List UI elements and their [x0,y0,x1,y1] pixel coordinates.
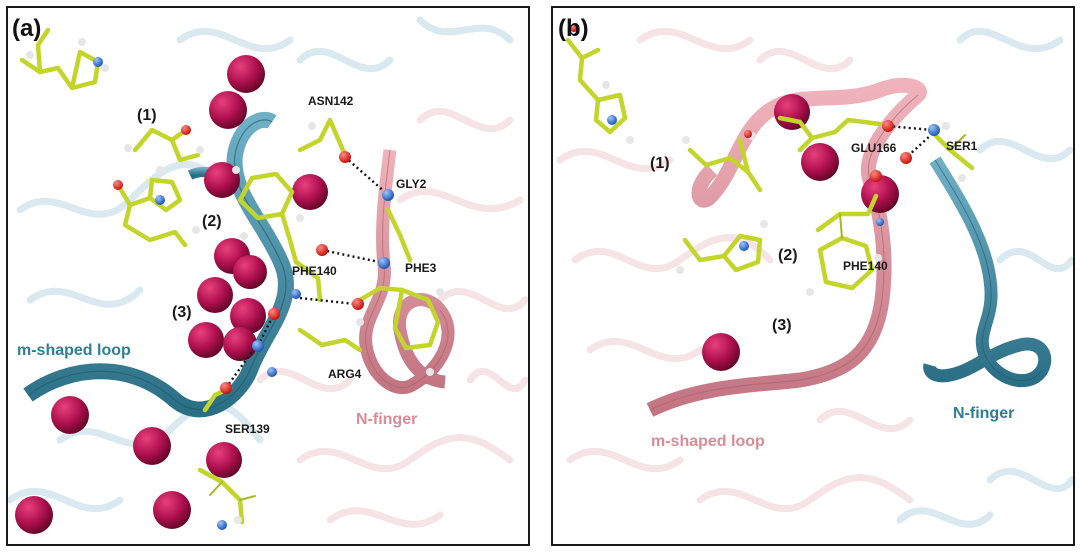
water-spheres-a [15,55,328,534]
atoms-a [93,57,394,530]
water-sphere-icon [861,175,899,213]
water-sphere-icon [223,327,257,361]
nitrogen-atom-icon [93,57,103,67]
water-sphere-icon [801,143,839,181]
water-sphere-icon [153,491,191,529]
water-sphere-icon [204,162,240,198]
nitrogen-atom-icon [291,289,301,299]
residue-sticks-a [19,27,441,525]
water-sphere-icon [197,277,233,313]
residue-asn142-label: ASN142 [308,94,354,108]
residue-ser1-label: SER1 [946,139,978,153]
residue-phe140-label-a: PHE140 [292,264,337,278]
n-finger-ribbon-b [923,156,1052,388]
water-sphere-icon [292,174,328,210]
nitrogen-atom-icon [267,367,277,377]
water-sphere-icon [51,396,89,434]
site-2-label-a: (2) [202,213,222,230]
residue-gly2-label: GLY2 [396,177,427,191]
water-sphere-icon [206,442,242,478]
n-finger-label-b: N-finger [953,405,1014,422]
nitrogen-atom-icon [382,189,394,201]
oxygen-atom-icon [352,298,364,310]
water-sphere-icon [188,322,224,358]
atoms-b [570,24,940,251]
hydrogens-a [26,38,444,524]
oxygen-atom-icon [316,244,328,256]
nitrogen-atom-icon [739,241,749,251]
hydrogen-bonds-b [887,124,933,157]
oxygen-atom-icon [220,382,232,394]
nitrogen-atom-icon [252,340,264,352]
panel-b: (b) (1) (2) (3) GLU166 SER1 PHE140 m-sha… [556,15,1074,528]
panel-a-letter: (a) [12,15,41,42]
background-ribbons-b [556,27,1074,528]
water-sphere-icon [233,255,267,289]
nitrogen-atom-icon [155,195,165,205]
residue-phe140-label-b: PHE140 [843,259,888,273]
nitrogen-atom-icon [607,115,617,125]
nitrogen-atom-icon [217,520,227,530]
oxygen-atom-icon [113,180,123,190]
background-ribbons-a [7,16,529,528]
panel-a: (a) (1) (2) (3) ASN142 GLY2 PHE140 PHE3 … [7,15,529,534]
panel-b-frame [551,6,1075,546]
water-sphere-icon [230,298,266,334]
nitrogen-atom-icon [876,218,884,226]
water-sphere-icon [133,427,171,465]
site-2-label-b: (2) [778,247,798,264]
oxygen-atom-icon [900,152,912,164]
oxygen-atom-icon [339,151,351,163]
residue-glu166-label: GLU166 [851,141,897,155]
oxygen-atom-icon [570,24,578,32]
oxygen-atom-icon [870,170,882,182]
water-sphere-icon [702,333,740,371]
residue-sticks-b [565,37,975,291]
nitrogen-atom-icon [928,124,940,136]
site-3-label-b: (3) [772,317,792,334]
hydrogens-b [566,26,966,296]
site-1-label-b: (1) [650,155,670,172]
site-3-label-a: (3) [172,304,192,321]
water-sphere-icon [15,496,53,534]
residue-ser139-label: SER139 [225,422,270,436]
oxygen-atom-icon [744,130,752,138]
water-sphere-icon [227,55,265,93]
residue-arg4-label: ARG4 [328,367,362,381]
panel-b-letter: (b) [558,15,589,42]
oxygen-atom-icon [882,120,894,132]
n-finger-label-a: N-finger [356,411,417,428]
oxygen-atom-icon [268,308,280,320]
water-sphere-icon [209,91,247,129]
residue-phe3-label: PHE3 [405,261,437,275]
m-shaped-loop-label-a: m-shaped loop [17,342,131,359]
panel-a-frame [6,6,530,546]
m-shaped-loop-label-b: m-shaped loop [651,433,765,450]
site-1-label-a: (1) [137,107,157,124]
nitrogen-atom-icon [378,257,390,269]
oxygen-atom-icon [181,125,191,135]
